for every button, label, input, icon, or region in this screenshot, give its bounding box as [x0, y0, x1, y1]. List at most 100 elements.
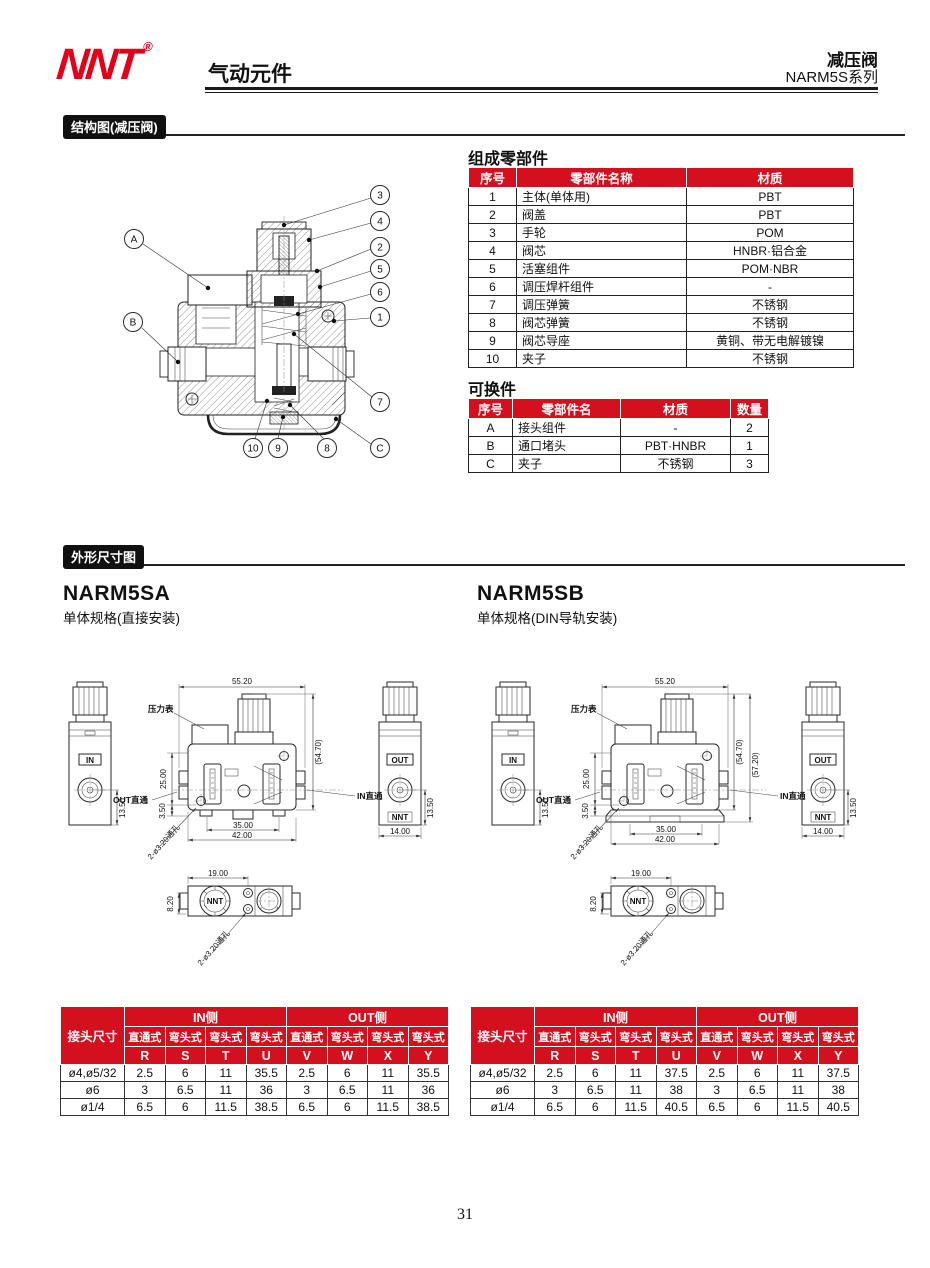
- spec-row: ø4,ø5/32 2.5 6 11 35.5 2.5 6 11 35.5: [60, 1064, 450, 1082]
- cell-value: 6: [574, 1064, 616, 1082]
- table-row: 9 阀芯导座 黄铜、带无电解镀镍: [468, 331, 854, 350]
- cell-value: 38: [817, 1081, 860, 1099]
- cell-material: POM·NBR: [686, 259, 854, 278]
- cell-material: 不锈钢: [620, 454, 731, 473]
- letter-header: R: [124, 1046, 166, 1065]
- cell-part-name: 活塞组件: [516, 259, 687, 278]
- cell-size: ø1/4: [470, 1098, 535, 1116]
- cell-size: ø6: [60, 1081, 125, 1099]
- dim-width: 55.20: [655, 677, 676, 686]
- col-group-out: OUT侧: [286, 1006, 450, 1027]
- cell-value: 11: [205, 1081, 247, 1099]
- cell-material: 黄铜、带无电解镀镍: [686, 331, 854, 350]
- gauge-label: 压力表: [571, 704, 597, 714]
- letter-header: T: [205, 1046, 247, 1065]
- cell-value: 6: [164, 1098, 206, 1116]
- dim-offset: 3.50: [158, 803, 167, 819]
- letter-header: X: [367, 1046, 409, 1065]
- letter-header: S: [164, 1046, 206, 1065]
- cell-part-name: 阀芯: [516, 241, 687, 260]
- side-view-right: OUT NNT 13.50 14.00: [801, 681, 858, 839]
- cell-value: 35.5: [407, 1064, 450, 1082]
- spec-row: ø1/4 6.5 6 11.5 38.5 6.5 6 11.5 38.5: [60, 1098, 450, 1116]
- dim-top-holes: 2-ø3.20通孔: [195, 928, 232, 967]
- type-header: 直通式: [696, 1026, 738, 1047]
- type-header: 直通式: [286, 1026, 328, 1047]
- svg-text:5: 5: [377, 265, 383, 276]
- type-header: 弯头式: [574, 1026, 616, 1047]
- cell-material: -: [686, 277, 854, 296]
- svg-text:9: 9: [275, 444, 281, 455]
- dim-inner-width: 35.00: [656, 825, 677, 834]
- cell-value: 11: [777, 1081, 819, 1099]
- cell-value: 11.5: [777, 1098, 819, 1116]
- letter-header: U: [655, 1046, 698, 1065]
- out-port-label: OUT: [392, 756, 409, 765]
- cell-index: 2: [468, 205, 517, 224]
- section-label-structure: 结构图(减压阀): [63, 115, 166, 139]
- cell-index: 10: [468, 349, 517, 368]
- letter-header: V: [696, 1046, 738, 1065]
- svg-text:6: 6: [377, 288, 383, 299]
- cell-value: 6: [574, 1098, 616, 1116]
- type-header: 弯头式: [777, 1026, 819, 1047]
- svg-text:1: 1: [377, 313, 383, 324]
- spec-row: ø6 3 6.5 11 36 3 6.5 11 36: [60, 1081, 450, 1099]
- svg-text:8: 8: [324, 444, 330, 455]
- left-port-plug: [167, 346, 207, 382]
- letter-header: X: [777, 1046, 819, 1065]
- svg-text:7: 7: [377, 398, 383, 409]
- cell-index: B: [468, 436, 513, 455]
- replace-table-title: 可换件: [468, 382, 517, 399]
- table-row: A 接头组件 - 2: [468, 418, 769, 437]
- cell-size: ø4,ø5/32: [470, 1064, 535, 1082]
- side-view-left: IN 13.50: [68, 681, 127, 826]
- type-header: 弯头式: [367, 1026, 409, 1047]
- cell-part-name: 夹子: [516, 349, 687, 368]
- col-header: 数量: [730, 398, 769, 419]
- brand-label: NNT: [815, 813, 832, 822]
- cell-value: 40.5: [655, 1098, 698, 1116]
- cell-index: 1: [468, 187, 517, 206]
- dim-top-holes: 2-ø3.20通孔: [618, 928, 655, 967]
- dim-outer-width: 42.00: [232, 831, 253, 840]
- cell-value: 3: [124, 1081, 166, 1099]
- cell-part-name: 阀芯弹簧: [516, 313, 687, 332]
- dimension-drawing-narm5sb: IN 13.50 55.20 压力表: [491, 677, 858, 967]
- cell-index: 8: [468, 313, 517, 332]
- dim-side-height-right: 13.50: [426, 797, 435, 818]
- cell-value: 6.5: [574, 1081, 616, 1099]
- table-row: 8 阀芯弹簧 不锈钢: [468, 313, 854, 332]
- top-view: NNT 19.00 8.20 2-ø3.20通孔: [166, 869, 301, 967]
- cell-part-name: 通口堵头: [512, 436, 621, 455]
- cell-part-name: 手轮: [516, 223, 687, 242]
- header-rule-thick: [205, 87, 878, 90]
- mounting-bracket: [206, 414, 342, 436]
- svg-text:3: 3: [377, 191, 383, 202]
- letter-header: W: [326, 1046, 369, 1065]
- cell-index: 3: [468, 223, 517, 242]
- out-port-callout: OUT直通: [113, 795, 148, 805]
- front-view: 55.20 压力表 (54.70) (57.20) 25.00 3.50 2-ø…: [536, 677, 806, 861]
- col-group-in: IN侧: [533, 1006, 698, 1027]
- cell-part-name: 主体(单体用): [516, 187, 687, 206]
- dim-inner-width: 35.00: [233, 821, 254, 830]
- product-title: 减压阀: [827, 51, 878, 70]
- spec-group-row: 接头尺寸 IN侧 OUT侧: [470, 1006, 860, 1065]
- dim-holes: 2-ø3.20通孔: [145, 822, 182, 861]
- cell-value: 6.5: [124, 1098, 166, 1116]
- parts-table: 序号 零部件名称 材质 1 主体(单体用) PBT 2 阀盖 PBT 3 手轮 …: [468, 167, 854, 368]
- spec-row: ø6 3 6.5 11 38 3 6.5 11 38: [470, 1081, 860, 1099]
- type-header: 弯头式: [407, 1026, 450, 1047]
- cell-value: 6: [164, 1064, 206, 1082]
- type-header: 弯头式: [655, 1026, 698, 1047]
- cell-qty: 3: [730, 454, 769, 473]
- col-header: 序号: [468, 398, 513, 419]
- cell-value: 11.5: [615, 1098, 657, 1116]
- cell-value: 6.5: [696, 1098, 738, 1116]
- in-port-callout: IN直通: [780, 791, 806, 801]
- svg-text:A: A: [131, 235, 138, 246]
- cell-value: 6: [736, 1098, 779, 1116]
- cell-value: 36: [407, 1081, 450, 1099]
